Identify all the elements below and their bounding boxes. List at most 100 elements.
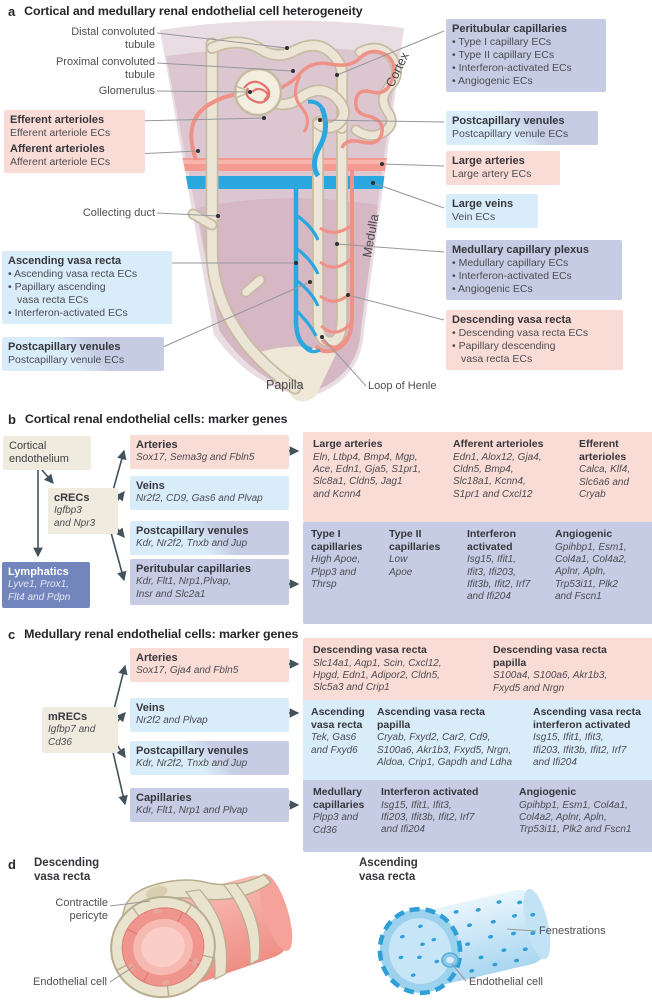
col-genes: Edn1, Alox12, Gja4, Cldn5, Bmp4, Slc18a1… <box>453 451 542 500</box>
label-endothelial-cell-left: Endothelial cell <box>33 976 107 988</box>
b-veins-title: Veins <box>136 480 165 492</box>
col-genes: High Apoe, Plpp3 and Thrsp <box>311 554 361 590</box>
lymphatics-genes: Lyve1, Prox1, Flt4 and Pdpn <box>8 579 71 603</box>
ascending-item: • Ascending vasa recta ECs <box>8 268 138 281</box>
col-title: Interferon activated <box>381 786 479 798</box>
c-arteries-genes: Sox17, Gja4 and Fbln5 <box>136 665 239 677</box>
panel-a-title: a Cortical and medullary renal endotheli… <box>8 4 363 19</box>
col-title: Efferent arterioles <box>579 438 627 463</box>
medullary-plexus-item: • Interferon-activated ECs <box>452 270 572 283</box>
descending-vasa-recta-title: Descending vasa recta <box>452 314 572 326</box>
col-title: Medullary capillaries <box>313 786 365 811</box>
col-title: Ascending vasa recta interferon activate… <box>533 706 641 731</box>
col-descending-vasa-recta: Descending vasa recta Slc14a1, Aqp1, Sci… <box>313 644 485 695</box>
callout-medullary-capillary-plexus: Medullary capillary plexus • Medullary c… <box>446 240 622 301</box>
b-postcap-title: Postcapillary venules <box>136 525 249 537</box>
col-efferent-arterioles: Efferent arterioles Calca, Klf4, Slc6a6 … <box>579 438 645 501</box>
callout-postcapillary-venules-right: Postcapillary venules Postcapillary venu… <box>446 111 598 145</box>
group-c-ascending-markers: Ascending vasa recta Tek, Gas6 and Fxyd6… <box>303 700 652 784</box>
label-glomerulus: Glomerulus <box>98 85 155 97</box>
large-veins-sub: Vein ECs <box>452 211 496 224</box>
descending-illustration-title: Descending vasa recta <box>34 857 100 883</box>
efferent-arterioles-sub: Efferent arteriole ECs <box>10 127 111 140</box>
b-veins-genes: Nr2f2, CD9, Gas6 and Plvap <box>136 493 263 505</box>
col-angiogenic: Angiogenic Gpihbp1, Esm1, Col4a1, Col4a2… <box>555 528 647 604</box>
large-arteries-title: Large arteries <box>452 155 525 167</box>
node-b-veins: Veins Nr2f2, CD9, Gas6 and Plvap <box>130 476 289 510</box>
col-genes: S100a4, S100a6, Akr1b3, Fxyd5 and Nrgn <box>493 670 608 694</box>
col-title: Ascending vasa recta <box>311 706 365 731</box>
peritubular-item: • Angiogenic ECs <box>452 75 533 88</box>
col-genes: Plpp3 and Cd36 <box>313 812 359 836</box>
descending-vasa-recta-illustration <box>110 873 293 999</box>
c-postcap-genes: Kdr, Nr2f2, Tnxb and Jup <box>136 758 248 770</box>
callout-postcapillary-venules-left: Postcapillary venules Postcapillary venu… <box>2 337 164 371</box>
col-interferon-activated: Interferon activated Isg15, Ifit1, Ifit3… <box>467 528 553 604</box>
c-capillaries-title: Capillaries <box>136 792 192 804</box>
node-cortical-endothelium: Cortical endothelium <box>3 436 91 471</box>
col-ascending-vasa-recta-papilla: Ascending vasa recta papilla Cryab, Fxyd… <box>377 706 527 769</box>
node-b-postcapillary-venules: Postcapillary venules Kdr, Nr2f2, Tnxb a… <box>130 521 289 555</box>
ascending-item: • Interferon-activated ECs <box>8 307 128 320</box>
label-contractile-pericyte: Contractile pericyte <box>55 897 108 923</box>
group-c-capillary-markers: Medullary capillaries Plpp3 and Cd36 Int… <box>303 780 652 852</box>
collecting-duct <box>187 37 302 395</box>
cortical-endothelium-label: Cortical endothelium <box>9 440 69 466</box>
medullary-plexus-item: • Medullary capillary ECs <box>452 257 569 270</box>
node-c-postcapillary-venules: Postcapillary venules Kdr, Nr2f2, Tnxb a… <box>130 741 289 775</box>
venous-vessels <box>293 99 328 354</box>
panel-a-connector-dots <box>196 46 384 339</box>
label-collecting-duct: Collecting duct <box>82 207 155 219</box>
b-peritubular-genes: Kdr, Flt1, Nrp1,Plvap, Insr and Slc2a1 <box>136 576 232 600</box>
label-endothelial-cell-right: Endothelial cell <box>469 976 543 988</box>
col-genes: Eln, Ltbp4, Bmp4, Mgp, Ace, Edn1, Gja5, … <box>313 451 421 500</box>
panel-b-title-text: Cortical renal endothelial cells: marker… <box>24 412 288 426</box>
col-medullary-capillaries: Medullary capillaries Plpp3 and Cd36 <box>313 786 377 837</box>
panel-c-title-text: Medullary renal endothelial cells: marke… <box>24 627 299 641</box>
node-c-veins: Veins Nr2f2 and Plvap <box>130 698 289 732</box>
afferent-arterioles-sub: Afferent arteriole ECs <box>10 155 111 168</box>
node-b-peritubular-capillaries: Peritubular capillaries Kdr, Flt1, Nrp1,… <box>130 559 289 605</box>
col-title: Type I capillaries <box>311 528 363 553</box>
node-mrecs: mRECs Igfbp7 and Cd36 <box>42 707 118 753</box>
col-descending-vasa-recta-papilla: Descending vasa recta papilla S100a4, S1… <box>493 644 643 695</box>
col-genes: Calca, Klf4, Slc6a6 and Cryab <box>579 464 631 500</box>
node-b-arteries: Arteries Sox17, Sema3g and Fbln5 <box>130 435 289 469</box>
peritubular-title: Peritubular capillaries <box>452 23 567 35</box>
label-fenestrations: Fenestrations <box>539 925 606 937</box>
col-title: Angiogenic <box>519 786 577 798</box>
papilla-region-label: Papilla <box>266 378 304 392</box>
node-lymphatics: Lymphatics Lyve1, Prox1, Flt4 and Pdpn <box>2 562 90 608</box>
medullary-plexus-title: Medullary capillary plexus <box>452 244 589 256</box>
col-genes: Isg15, Ifit1, Ifit3, Ifi203, Ifit3b, Ifi… <box>381 799 475 836</box>
node-crecs: cRECs Igfbp3 and Npr3 <box>48 488 118 534</box>
postcapillary-right-sub: Postcapillary venule ECs <box>452 128 569 141</box>
col-genes: Isg15, Ifit1, Ifit3, Ifi203, Ifit3b, Ifi… <box>533 732 627 768</box>
col-type1-capillaries: Type I capillaries High Apoe, Plpp3 and … <box>311 528 387 591</box>
postcapillary-left-sub: Postcapillary venule ECs <box>8 354 125 367</box>
b-postcap-genes: Kdr, Nr2f2, Tnxb and Jup <box>136 538 248 550</box>
col-genes: Gpihbp1, Esm1, Col4a1, Col4a2, Aplnr, Ap… <box>519 799 632 836</box>
panel-b-letter: b <box>8 412 16 427</box>
descending-item: • Papillary descending vasa recta ECs <box>452 340 556 366</box>
node-c-capillaries: Capillaries Kdr, Flt1, Nrp1 and Plvap <box>130 788 289 822</box>
b-arteries-genes: Sox17, Sema3g and Fbln5 <box>136 452 255 464</box>
panel-c-title: c Medullary renal endothelial cells: mar… <box>8 627 298 642</box>
callout-large-arteries: Large arteries Large artery ECs <box>446 151 560 185</box>
col-afferent-arterioles: Afferent arterioles Edn1, Alox12, Gja4, … <box>453 438 575 501</box>
large-veins-title: Large veins <box>452 198 514 210</box>
col-title: Ascending vasa recta papilla <box>377 706 485 731</box>
panel-d-connectors <box>109 900 537 983</box>
col-ascending-interferon-activated: Ascending vasa recta interferon activate… <box>533 706 649 769</box>
b-arteries-title: Arteries <box>136 439 178 451</box>
col-ascending-vasa-recta: Ascending vasa recta Tek, Gas6 and Fxyd6 <box>311 706 373 757</box>
panel-b-title: b Cortical renal endothelial cells: mark… <box>8 412 288 427</box>
large-arteries-sub: Large artery ECs <box>452 168 532 181</box>
col-large-arteries: Large arteries Eln, Ltbp4, Bmp4, Mgp, Ac… <box>313 438 449 501</box>
endothelial-cell-bulge-center <box>446 956 454 964</box>
lymphatics-title: Lymphatics <box>8 566 69 578</box>
col-genes: Slc14a1, Aqp1, Scin, Cxcl12, Hpgd, Edn1,… <box>313 657 442 694</box>
postcapillary-left-title: Postcapillary venules <box>8 341 121 353</box>
col-genes: Cryab, Fxyd2, Car2, Cd9, S100a6, Akr1b3,… <box>377 732 513 768</box>
